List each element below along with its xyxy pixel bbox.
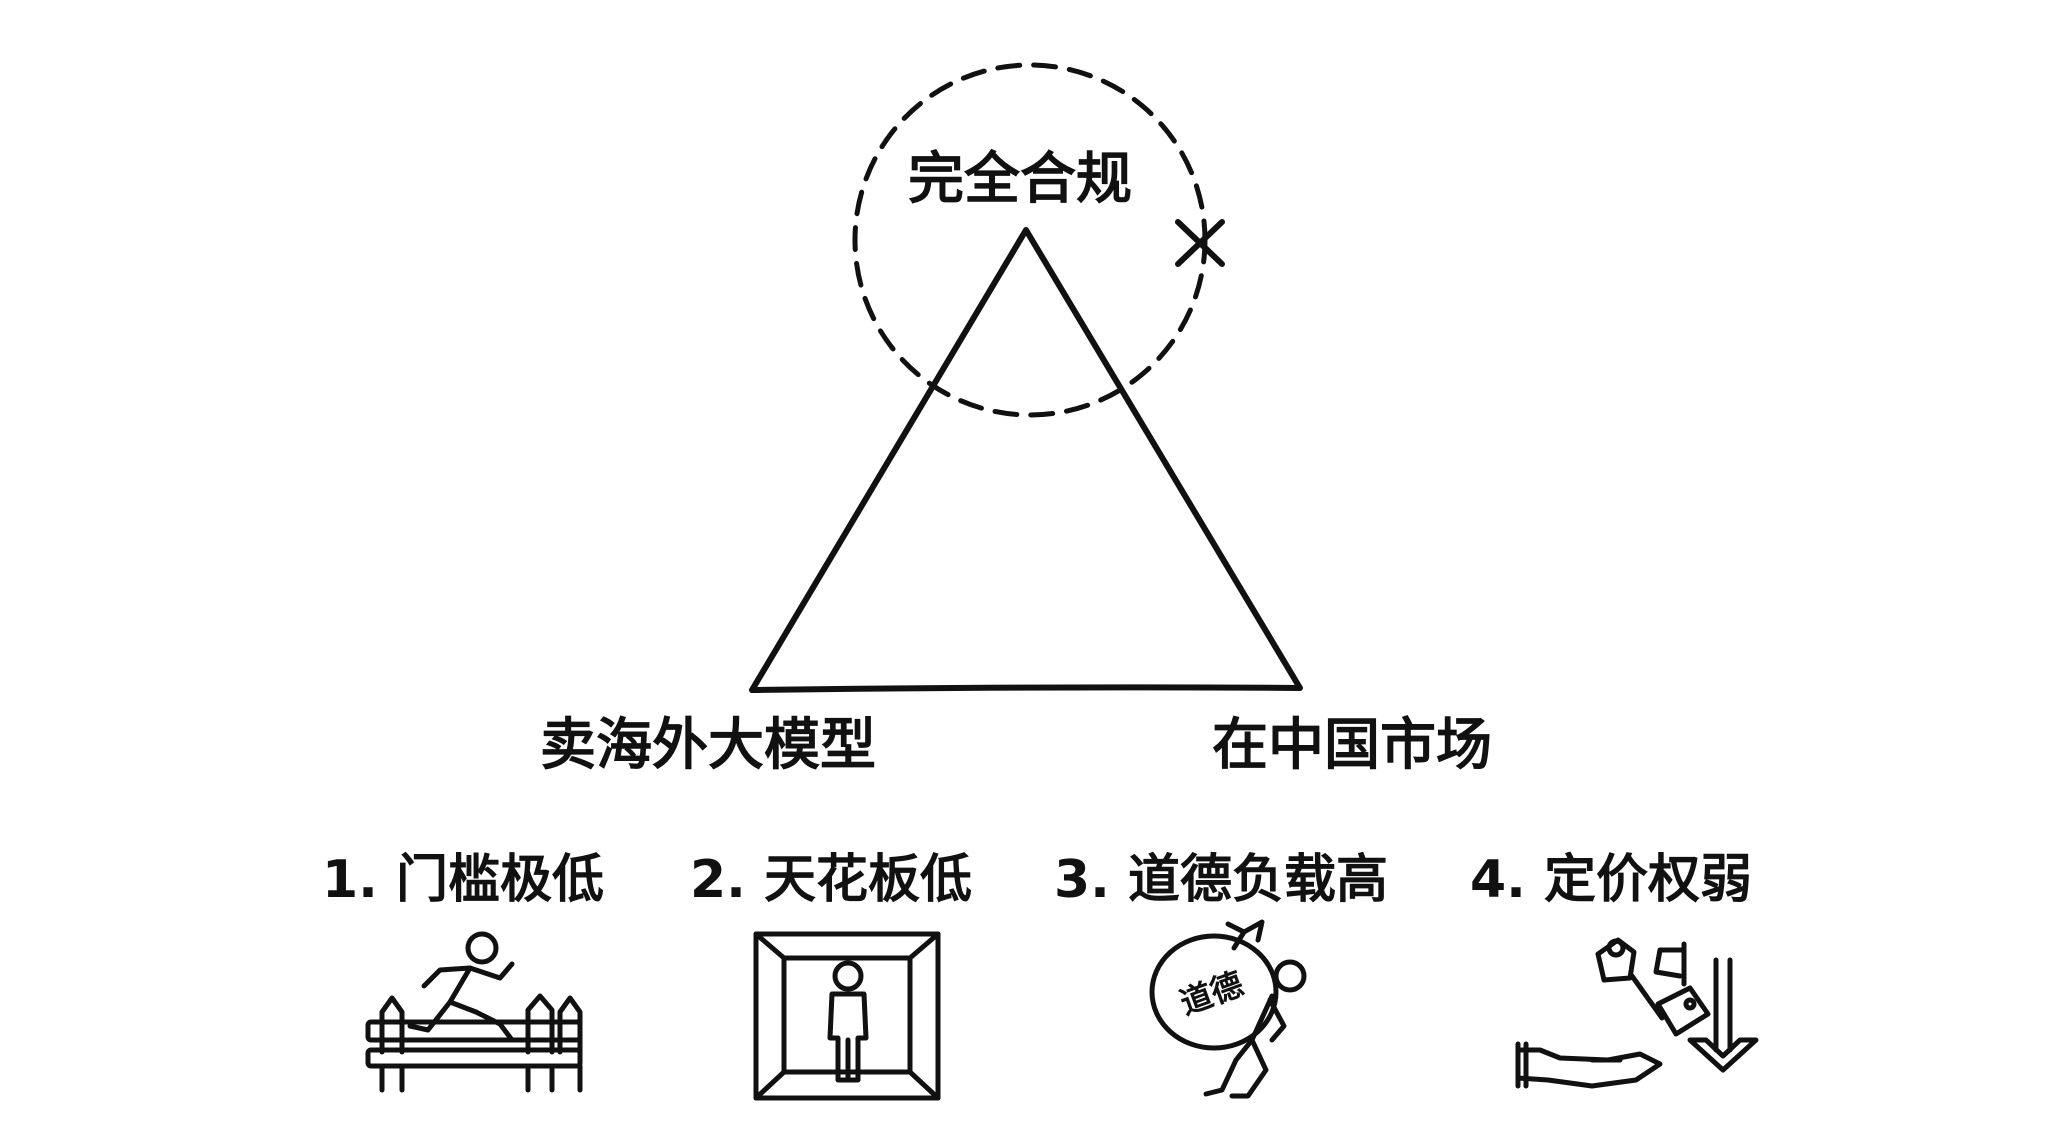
- cross-mark-icon: [1175, 219, 1225, 267]
- item-label-4: 4. 定价权弱: [1470, 850, 1753, 910]
- person-in-box-icon: [753, 931, 941, 1101]
- label-left-overseas-model: 卖海外大模型: [540, 713, 876, 778]
- item-label-1: 1. 门槛极低: [322, 850, 605, 910]
- item-label-2: 2. 天花板低: [690, 850, 973, 910]
- label-right-china-market: 在中国市场: [1212, 713, 1492, 778]
- runner-jumping-fence-icon: [365, 931, 583, 1093]
- sack-label: 道德: [1175, 965, 1248, 1023]
- label-top-compliance: 完全合规: [908, 147, 1132, 212]
- triangle: [749, 227, 1303, 693]
- person-carrying-sack-icon: [1149, 919, 1307, 1099]
- price-tag-hand-icon: [1515, 937, 1759, 1089]
- item-label-3: 3. 道德负载高: [1054, 850, 1389, 910]
